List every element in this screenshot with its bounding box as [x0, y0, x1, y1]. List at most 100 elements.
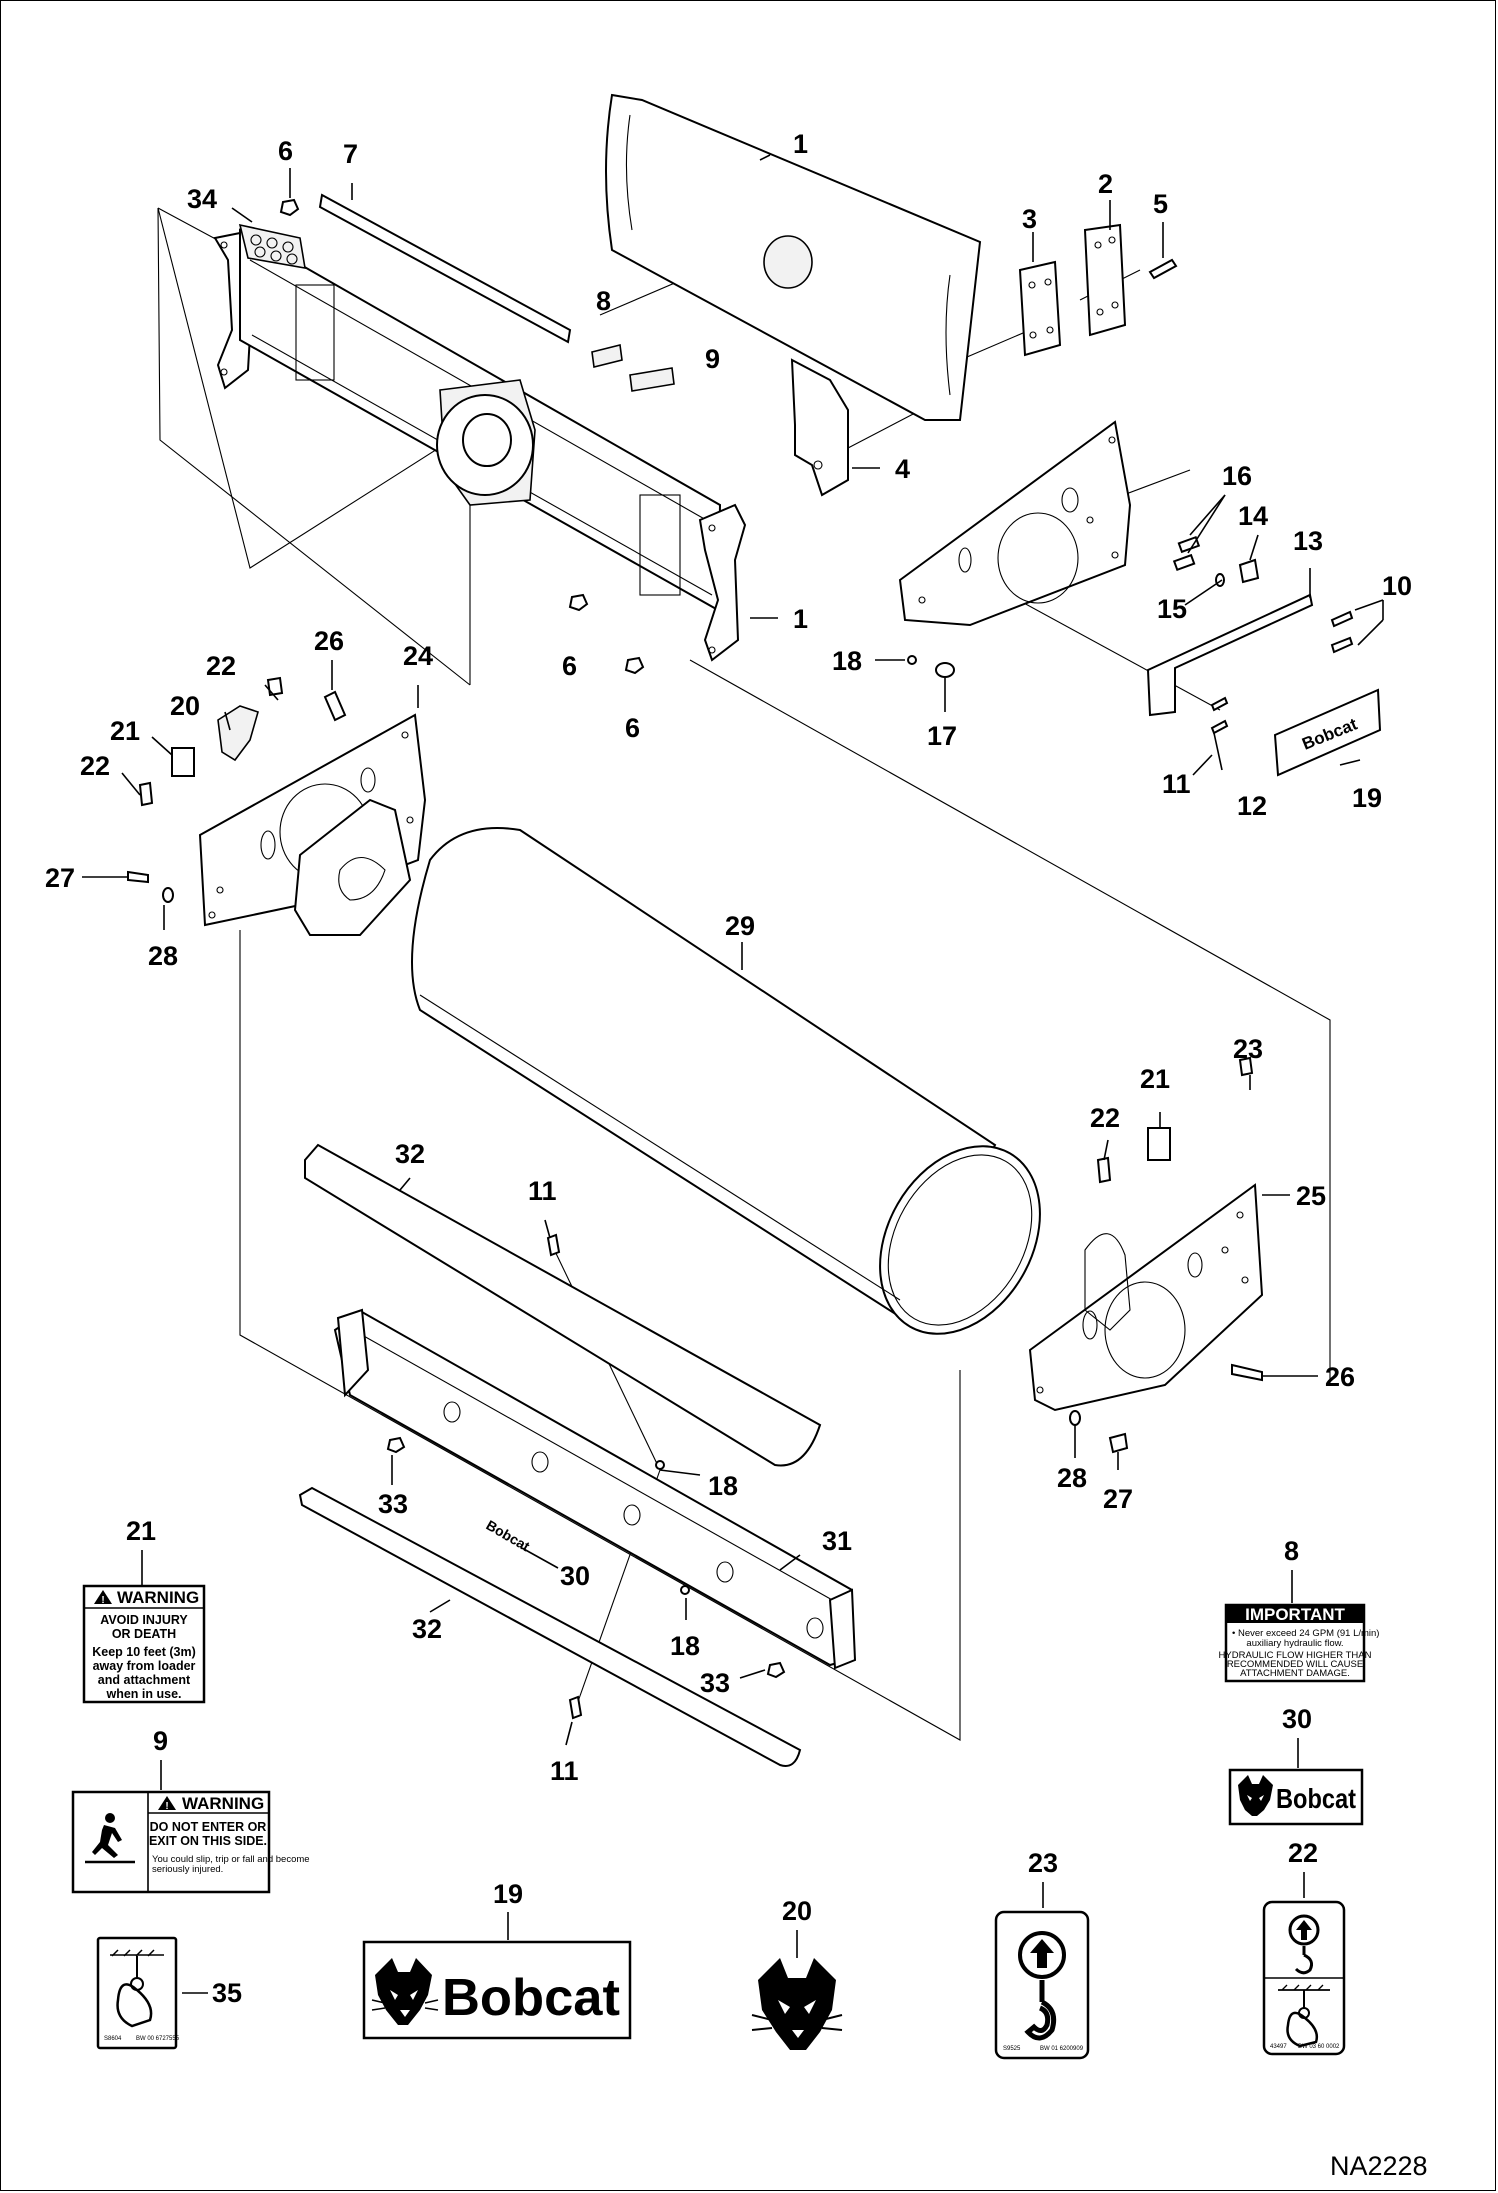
callout-3: 3	[1022, 204, 1037, 234]
svg-text:43497: 43497	[1270, 2044, 1287, 2050]
right-top-side-plate	[898, 420, 1354, 735]
part-1-shield	[605, 93, 982, 421]
part-32-cutting-edges	[298, 1143, 822, 1767]
svg-text:30: 30	[1282, 1704, 1312, 1734]
callout-11-low: 11	[550, 1756, 579, 1786]
callout-26-left: 26	[314, 626, 344, 656]
callout-22-left-top: 22	[206, 651, 236, 681]
callout-11-mid: 11	[528, 1176, 557, 1206]
decal-35: S8604 BW 00 6727555 35	[96, 1936, 242, 2050]
svg-text:when in use.: when in use.	[105, 1687, 181, 1701]
callout-28-right: 28	[1057, 1463, 1087, 1493]
callout-23-right: 23	[1233, 1034, 1263, 1064]
decal-9-warning: 9 ! WARNING DO NOT ENTER OR EXIT ON THIS…	[71, 1726, 310, 1894]
callout-18-low: 18	[670, 1631, 700, 1661]
svg-text:WARNING: WARNING	[117, 1588, 199, 1607]
callout-31: 31	[822, 1526, 852, 1556]
callout-29: 29	[725, 911, 755, 941]
svg-text:S9525: S9525	[1003, 2046, 1021, 2052]
callout-15: 15	[1157, 594, 1187, 624]
svg-text:20: 20	[782, 1896, 812, 1926]
callout-32-low: 32	[412, 1614, 442, 1644]
decal-30: 30 Bobcat	[1228, 1704, 1364, 1826]
callout-34: 34	[187, 184, 217, 214]
callout-5: 5	[1153, 189, 1168, 219]
callout-numbers: 1 2 3 5 7 6 34 8 9 4 1 6 6 16 14 13 10 1…	[45, 129, 1412, 1786]
callout-28-left: 28	[148, 941, 178, 971]
svg-text:ATTACHMENT DAMAGE.: ATTACHMENT DAMAGE.	[1240, 1668, 1350, 1679]
callout-10: 10	[1382, 571, 1412, 601]
bobcat-logo-icon	[371, 1958, 439, 2025]
callout-13: 13	[1293, 526, 1323, 556]
callout-33-left: 33	[378, 1489, 408, 1519]
svg-text:9: 9	[153, 1726, 168, 1756]
svg-text:S8604: S8604	[104, 2036, 122, 2042]
callout-1-mid: 1	[793, 604, 808, 634]
callout-1-top: 1	[793, 129, 808, 159]
callout-9: 9	[705, 344, 720, 374]
callout-6-mid: 6	[562, 651, 577, 681]
svg-text:19: 19	[493, 1879, 523, 1909]
callout-ticks	[82, 154, 1384, 1746]
callout-17: 17	[927, 721, 957, 751]
left-side-plate-24	[127, 676, 427, 936]
bobcat-wordmark-small: Bobcat	[1276, 1783, 1356, 1814]
callout-2: 2	[1098, 169, 1113, 199]
callout-12: 12	[1237, 791, 1267, 821]
callout-22-left: 22	[80, 751, 110, 781]
callout-21-left: 21	[110, 716, 140, 746]
roller-29	[411, 827, 1041, 1335]
svg-text:BW 01 6200909: BW 01 6200909	[1040, 2046, 1084, 2052]
right-side-plate-25	[1028, 1056, 1264, 1454]
callout-32-top: 32	[395, 1139, 425, 1169]
callout-19-top: 19	[1352, 783, 1382, 813]
svg-text:• Never exceed 24 GPM (91 L/mi: • Never exceed 24 GPM (91 L/min)	[1232, 1628, 1379, 1639]
svg-text:IMPORTANT: IMPORTANT	[1245, 1605, 1345, 1624]
callout-11-top: 11	[1162, 769, 1191, 799]
callout-27-right: 27	[1103, 1484, 1133, 1514]
svg-text:seriously injured.: seriously injured.	[152, 1864, 223, 1875]
callout-14: 14	[1238, 501, 1268, 531]
callout-26-right: 26	[1325, 1362, 1355, 1392]
decal-19-small: Bobcat	[1273, 688, 1382, 777]
hook-icon	[1288, 1914, 1320, 1975]
svg-text:away from loader: away from loader	[93, 1659, 196, 1673]
callout-24: 24	[403, 641, 433, 671]
callout-18-mid: 18	[708, 1471, 738, 1501]
bobcat-wordmark: Bobcat	[442, 1969, 620, 2027]
callout-22-right: 22	[1090, 1103, 1120, 1133]
svg-text:8: 8	[1284, 1536, 1299, 1566]
svg-text:BW 00 6727555: BW 00 6727555	[136, 2036, 180, 2042]
callout-20-left: 20	[170, 691, 200, 721]
slip-fall-icon	[85, 1813, 135, 1864]
svg-text:Bobcat: Bobcat	[484, 1517, 533, 1555]
decal-19-large: 19 Bobcat	[362, 1879, 632, 2040]
svg-text:EXIT ON THIS SIDE.: EXIT ON THIS SIDE.	[149, 1834, 267, 1848]
callout-4: 4	[895, 454, 910, 484]
bobcat-head-icon	[751, 1958, 843, 2050]
callout-25: 25	[1296, 1181, 1326, 1211]
lift-strap-icon	[111, 1949, 155, 2028]
callout-7: 7	[343, 139, 358, 169]
svg-text:!: !	[101, 1595, 104, 1606]
decal-22: 22 43497 BW 03 60 0002	[1262, 1838, 1346, 2056]
svg-text:BW 03 60 0002: BW 03 60 0002	[1298, 2044, 1340, 2050]
svg-text:auxiliary hydraulic flow.: auxiliary hydraulic flow.	[1246, 1638, 1343, 1649]
decal-21-warning: 21 ! WARNING AVOID INJURY OR DEATH Keep …	[82, 1516, 206, 1704]
svg-text:RECOMMENDED WILL CAUSE: RECOMMENDED WILL CAUSE	[1227, 1659, 1363, 1670]
svg-text:21: 21	[126, 1516, 156, 1546]
svg-text:Keep 10 feet (3m): Keep 10 feet (3m)	[92, 1645, 196, 1659]
svg-text:HYDRAULIC FLOW HIGHER THAN: HYDRAULIC FLOW HIGHER THAN	[1219, 1650, 1372, 1661]
decal-8-important: 8 IMPORTANT • Never exceed 24 GPM (91 L/…	[1219, 1536, 1379, 1683]
svg-text:AVOID INJURY: AVOID INJURY	[100, 1613, 188, 1627]
svg-text:and attachment: and attachment	[98, 1673, 191, 1687]
callout-18-top: 18	[832, 646, 862, 676]
bobcat-logo-small-icon	[1238, 1775, 1273, 1816]
part-2-3-plates	[1018, 223, 1178, 357]
callout-21-right: 21	[1140, 1064, 1170, 1094]
decal-20: 20	[751, 1896, 843, 2050]
strap-icon	[1278, 1984, 1330, 2048]
lift-hook-icon	[1018, 1931, 1066, 2041]
top-frame-assembly	[213, 193, 747, 675]
